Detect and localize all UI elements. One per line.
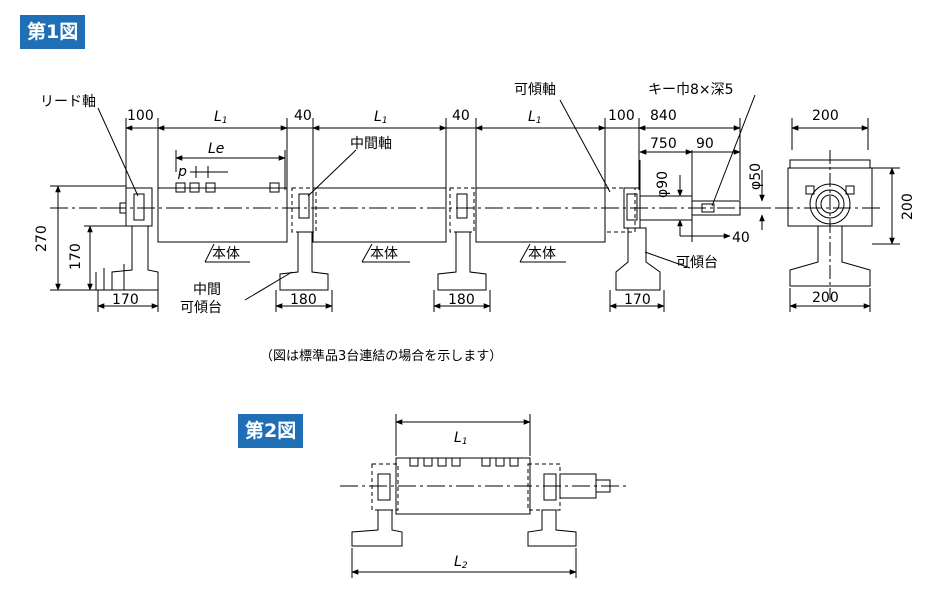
dim-100-right: 100 — [608, 108, 635, 124]
dim-pitch: p — [177, 164, 187, 180]
dim-180-a: 180 — [290, 292, 317, 308]
dim-40-shaft: 40 — [732, 230, 750, 246]
intermediate-tilt-base-label-line2: 可傾台 — [180, 300, 222, 316]
dim-90-top: 90 — [696, 136, 714, 152]
figure-2-badge: 第2図 — [238, 414, 304, 448]
dim-200-bottom: 200 — [812, 290, 839, 306]
dim-L1-b: L1 — [374, 109, 388, 126]
dim-phi50: φ50 — [748, 163, 764, 190]
figure-1-side-view — [787, 118, 900, 312]
lead-shaft-label: リード軸 — [40, 94, 96, 110]
dim-170-left: 170 — [112, 292, 139, 308]
key-spec-label: キー巾8×深5 — [648, 82, 734, 98]
dim-750: 750 — [650, 136, 677, 152]
fig2-dim-L2: L2 — [454, 554, 468, 571]
dim-Le: Le — [208, 141, 224, 157]
figure-1-badge: 第1図 — [20, 15, 86, 49]
fig2-dim-L1: L1 — [454, 430, 468, 447]
dim-200-right: 200 — [900, 193, 916, 220]
dim-40-b: 40 — [452, 108, 470, 124]
dim-40-a: 40 — [294, 108, 312, 124]
dim-170-vertical: 170 — [68, 243, 84, 270]
tilting-shaft-label: 可傾軸 — [514, 82, 556, 98]
figure-1-labels: リード軸 100 L1 40 L1 40 L1 100 840 可傾軸 キー巾8… — [34, 82, 916, 364]
dim-170-right: 170 — [624, 292, 651, 308]
intermediate-tilt-base-label-line1: 中間 — [193, 282, 221, 298]
dim-phi90: φ90 — [655, 171, 671, 198]
dim-840: 840 — [650, 108, 677, 124]
figure-2-labels: L1 L2 — [454, 430, 468, 571]
body-label-1: 本体 — [212, 246, 240, 262]
body-label-2: 本体 — [370, 246, 398, 262]
figure-2-view — [340, 414, 630, 578]
dim-100-left: 100 — [127, 108, 154, 124]
tilt-base-label: 可傾台 — [676, 255, 718, 271]
dim-L1-c: L1 — [528, 109, 542, 126]
figure-1-front-view — [50, 94, 880, 312]
dim-180-b: 180 — [448, 292, 475, 308]
body-label-3: 本体 — [528, 246, 556, 262]
dim-200-top: 200 — [812, 108, 839, 124]
intermediate-shaft-label: 中間軸 — [350, 136, 392, 152]
figure-1-caption: （図は標準品3台連結の場合を示します） — [260, 348, 502, 364]
dim-270: 270 — [34, 225, 50, 252]
dim-L1-a: L1 — [214, 109, 228, 126]
